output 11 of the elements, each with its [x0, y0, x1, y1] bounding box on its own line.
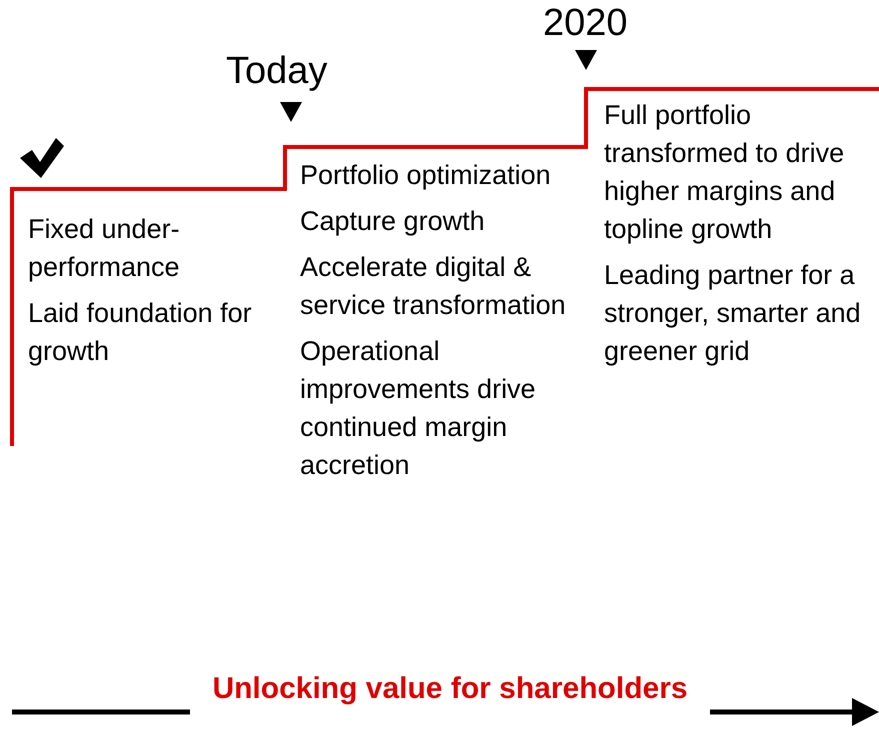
milestone-label: Today — [226, 50, 328, 93]
step-text: Accelerate digital & service transformation — [300, 251, 567, 322]
step-text: Portfolio optimization — [300, 159, 552, 192]
step-text: Capture growth — [300, 205, 486, 238]
milestone-label: 2020 — [543, 2, 628, 45]
tagline-text: Unlocking value for shareholders — [211, 671, 689, 707]
step-text: Fixed under-performance — [28, 213, 181, 284]
step-text: Full portfolio transformed to drive higher margins and topline growth — [604, 99, 846, 246]
step-text: Laid foundation for growth — [28, 297, 253, 368]
step-text: Leading partner for a stronger, smarter and greener grid — [604, 259, 862, 368]
step-text: Operational improvements drive continued margin accretion — [300, 335, 537, 482]
